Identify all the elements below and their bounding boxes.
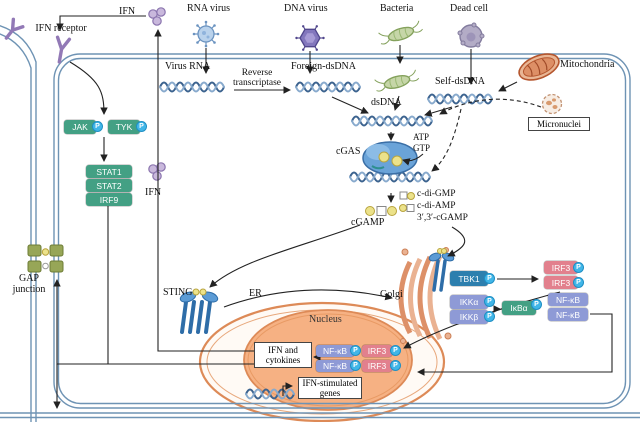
ifn-cytokines-box: IFN and cytokines [254,342,312,368]
nuclear-irf3-box-1: IRF3 [362,345,392,357]
dead-cell-label: Dead cell [450,3,489,14]
irf3-box-2: IRF3 [544,276,578,289]
nuclear-irf3-box-2: IRF3 [362,360,392,372]
irf3-box-1: IRF3 [544,261,578,274]
stat2-box: STAT2 [86,179,132,192]
stat1-box: STAT1 [86,165,132,178]
sting-label: STING [163,287,193,298]
dna-virus-label: DNA virus [284,3,328,14]
c-di-gmp-label: c-di-GMP [417,189,456,199]
foreign-dsdna-label: Foreign-dsDNA [291,61,356,72]
cell-membranes [0,25,640,422]
phospho-ikk-beta: P [484,311,495,322]
ifn-receptor-label: IFN receptor [35,23,87,34]
phospho-tbk1: P [484,273,495,284]
phospho-jak: P [92,121,103,132]
dsdna-label: dsDNA [371,97,402,108]
cgas-enzyme-icon [362,141,418,175]
ikk-alpha-box: IKKα [450,295,488,309]
golgi-label: Golgi [380,289,403,300]
bacteria-label: Bacteria [380,3,414,14]
gap-junction-icon [27,244,64,273]
jak-box: JAK [64,120,96,134]
phospho-irf3-2: P [573,277,584,288]
gtp-label: GTP [413,143,431,153]
phospho-nuclear-nfkb-2: P [350,360,361,371]
dna-virus-icon [295,25,325,51]
micronuclei-icon [541,93,563,115]
ikk-beta-box: IKKβ [450,310,488,324]
nucleus-label: Nucleus [309,314,342,325]
phospho-tyk: P [136,121,147,132]
virus-rna-helix [159,81,225,93]
reverse-transcriptase-label: Reverse transcriptase [232,68,281,89]
dsdna-helix [351,115,433,127]
cgamp-label: cGAMP [351,217,385,228]
phospho-ikb-alpha: P [531,299,542,310]
foreign-dsdna-helix [295,81,361,93]
c-di-amp-label: c-di-AMP [417,201,456,211]
irf9-box: IRF9 [86,193,132,206]
dead-cell-icon [457,22,485,48]
cgamp-icon [365,191,415,216]
phospho-nuclear-irf3-2: P [390,360,401,371]
mitochondria-icon [518,53,560,81]
phospho-nuclear-irf3-1: P [390,345,401,356]
ifn-cytosol-label: IFN [145,187,162,198]
self-dsdna-helix [427,93,493,105]
nuclear-gene-helix [245,388,295,400]
nuclear-nfkb-box-1: NF-κB [316,345,354,357]
self-dsdna-label: Self-dsDNA [435,76,485,87]
ifn-receptor-icon [4,17,25,40]
rna-virus-icon [192,20,220,48]
bacteria-icon [378,20,423,45]
gap-junction-label: GAP junction [12,273,46,295]
tyk-box: TYK [108,120,140,134]
nfkb-box-1: NF-κB [548,293,588,306]
cgamp-33-label: 3′,3′-cGAMP [417,213,468,223]
nfkb-box-2: NF-κB [548,308,588,321]
ifn-stimulated-genes-box: IFN-stimulated genes [298,377,362,399]
ifn-receptor-membrane-icon [55,35,72,64]
bacteria-cytosol-icon [374,69,420,92]
virus-rna-label: Virus RNA [165,61,211,72]
atp-label: ATP [413,132,430,142]
er-label: ER [249,288,262,299]
sting-icon [179,288,219,334]
mitochondria-label: Mitochondria [560,59,615,70]
phospho-nuclear-nfkb-1: P [350,345,361,356]
tbk1-box: TBK1 [450,271,488,286]
ikb-alpha-box: IκBα [502,301,536,315]
cgas-label: cGAS [336,146,361,157]
micronuclei-box: Micronuclei [528,117,590,131]
ifn-top-label: IFN [119,6,136,17]
ifn-molecule-icon [148,7,166,26]
phospho-ikk-alpha: P [484,296,495,307]
ifn-molecule-cytosol-icon [148,162,166,181]
nuclear-nfkb-box-2: NF-κB [316,360,354,372]
rna-virus-label: RNA virus [187,3,231,14]
phospho-irf3-1: P [573,262,584,273]
pathway-arrows [53,15,613,409]
cgas-bound-helix [349,171,431,183]
